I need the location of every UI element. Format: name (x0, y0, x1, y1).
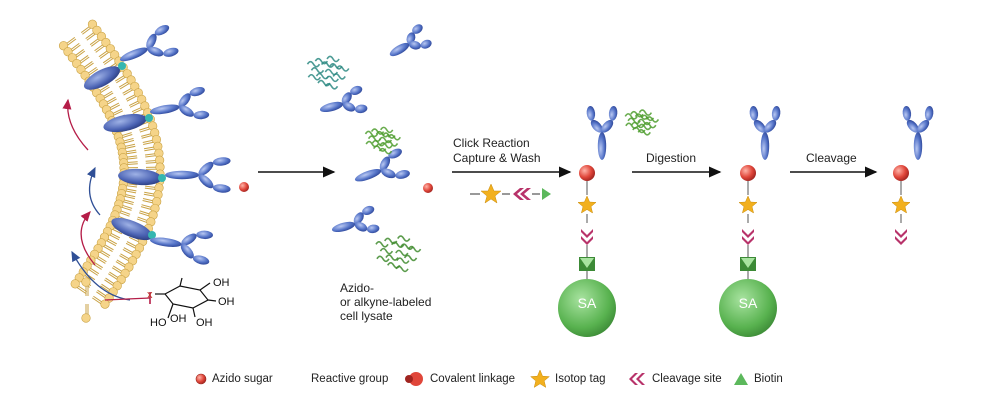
membrane-antibody-4 (149, 230, 213, 265)
recycling-arrow-red-upper (62, 98, 89, 151)
legend: Azido sugar Reactive group Covalent link… (0, 369, 1000, 389)
legend-label: Biotin (754, 373, 783, 385)
lipid-pair (81, 277, 91, 323)
capture-stacks (558, 165, 911, 337)
protein-green-small (364, 126, 401, 155)
antibody-molecules (119, 24, 934, 265)
lipid-pair (70, 279, 110, 309)
lysate-antibody-2 (319, 85, 368, 114)
protein-captured (624, 109, 660, 136)
legend-item-covalent-linkage: Covalent linkage (403, 369, 515, 389)
lysate-antibody-3 (354, 148, 410, 182)
stack-digested (719, 165, 777, 337)
azido-sugar-icon (195, 373, 207, 385)
legend-item-reactive-group: Reactive group (290, 369, 388, 389)
azido-sugar-mark (239, 182, 249, 192)
lysate-antibody-1 (389, 24, 432, 57)
legend-item-isotop-tag: Isotop tag (530, 369, 606, 389)
lipid-pair (93, 243, 134, 272)
biotin-icon (734, 373, 748, 385)
recycling-arrow-red-lower (80, 211, 96, 266)
covalent-linkage-icon (405, 372, 423, 386)
sugar-oh-label-1: OH (213, 277, 230, 289)
sugar-oh-label-3: OH (170, 313, 187, 325)
step-label-cleavage: Cleavage (806, 151, 857, 165)
legend-item-cleavage-site: Cleavage site (627, 369, 722, 389)
legend-label: Azido sugar (212, 373, 273, 385)
legend-label: Cleavage site (652, 373, 722, 385)
lipid-pair (76, 44, 115, 75)
legend-label: Covalent linkage (430, 373, 516, 385)
protein-structures (306, 55, 660, 273)
bead-label-1: SA (578, 295, 597, 311)
protein-teal (306, 55, 350, 90)
captured-antibody (586, 105, 618, 160)
stack-cleaved (891, 165, 911, 245)
step-label-digestion: Digestion (646, 151, 696, 165)
azido-sugar-structure (155, 277, 217, 319)
lipid-pair (72, 37, 111, 69)
membrane-antibody-1 (119, 24, 179, 62)
uptake-arrow-blue-upper (86, 166, 101, 216)
probe-chain (455, 183, 551, 204)
digested-antibody (749, 105, 781, 160)
lysate-antibody-4 (331, 205, 380, 234)
lipid-pair (117, 141, 163, 158)
sugar-oh-label-4: OH (196, 317, 213, 329)
lipid-pair (67, 31, 107, 63)
sugar-ho-label: HO (150, 317, 167, 329)
membrane-antibody-2 (149, 86, 210, 120)
protein-green-large (375, 235, 422, 273)
lysate-label-line-1: Azido- (340, 281, 374, 295)
isotop-tag-icon (530, 369, 550, 388)
bead-label-2: SA (739, 295, 758, 311)
lipid-pair (115, 128, 160, 147)
step-label-capture-wash: Capture & Wash (453, 151, 541, 165)
legend-label: Reactive group (311, 373, 389, 385)
membrane-receptors (83, 62, 166, 241)
membrane-antibody-3 (165, 157, 231, 193)
legend-item-azido-sugar: Azido sugar (195, 369, 273, 389)
sugar-oh-label-2: OH (218, 296, 235, 308)
lipid-pair (96, 238, 138, 266)
azido-sugar-mark (423, 183, 433, 193)
stack-captured (558, 165, 616, 337)
step-label-click-reaction: Click Reaction (453, 136, 530, 150)
cleavage-site-icon (629, 373, 645, 385)
legend-label: Isotop tag (555, 373, 606, 385)
sugar-x-mark: x (147, 289, 153, 301)
lysate-label-line-2: or alkyne-labeled (340, 295, 431, 309)
reactive-group-icon (293, 372, 300, 386)
cleaved-antibody (902, 105, 934, 160)
lysate-label-line-3: cell lysate (340, 309, 393, 323)
legend-item-biotin: Biotin (733, 369, 783, 389)
